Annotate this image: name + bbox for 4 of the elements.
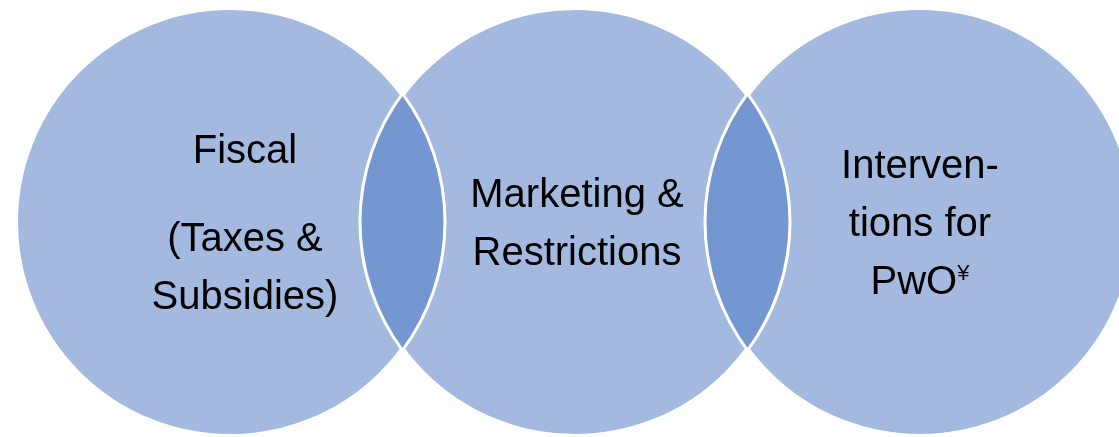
circle-label: Marketing & Restrictions <box>469 170 685 275</box>
circle-label: Interven- tions for PwO$^{¥}$ <box>840 141 1000 304</box>
circle-label: Fiscal <box>191 126 299 173</box>
circle-label: (Taxes & Subsidies) <box>150 214 340 319</box>
